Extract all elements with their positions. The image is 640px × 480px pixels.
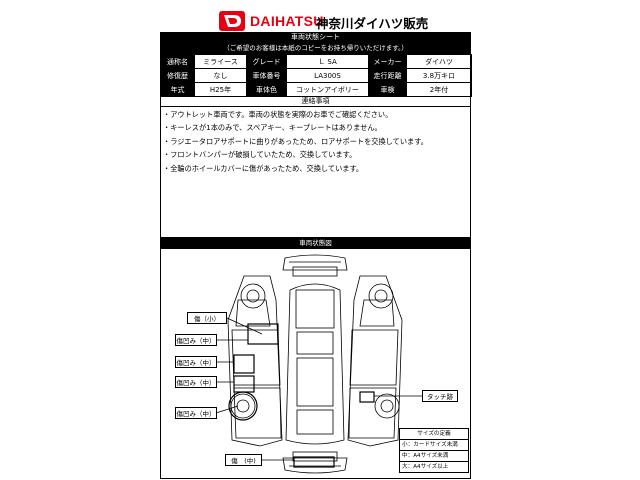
spec-label: 車体番号 [246, 68, 287, 83]
size-legend: サイズの定義 小：カードサイズ未満 中：A4サイズ未満 大：A4サイズ以上 [399, 428, 469, 473]
damage-label-dent-medium: 傷凹み（中） [175, 334, 217, 346]
sheet-note: （ご希望のお客様は本紙のコピーをお持ち帰りいただけます。） [160, 43, 471, 54]
notes-heading: 連絡事項 [160, 96, 471, 107]
spec-label: 通称名 [160, 54, 195, 69]
spec-value: コットンアイボリー [286, 82, 369, 97]
spec-value: ダイハツ [406, 54, 472, 69]
damage-label-dent-medium: 傷凹み（中） [175, 407, 217, 419]
spec-label: 走行距離 [368, 68, 407, 83]
spec-value: 3.8万キロ [406, 68, 472, 83]
spec-value: LA300S [286, 68, 369, 83]
dealer-name: 神奈川ダイハツ販売 [316, 16, 429, 31]
spec-value: Ｌ SA [286, 54, 369, 69]
damage-label-scratch-medium: 傷 (中) [225, 454, 262, 466]
vehicle-condition-diagram [215, 254, 422, 474]
note-item: ・フロントバンパーが破損していたため、交換しています。 [163, 150, 357, 160]
spec-value: 2年付 [406, 82, 472, 97]
spec-label: 修復歴 [160, 68, 195, 83]
spec-label: 年式 [160, 82, 195, 97]
spec-label: 車検 [368, 82, 407, 97]
notes-list: ・アウトレット車両です。車両の状態を実際のお車でご確認ください。 ・キーレスが1… [163, 108, 468, 175]
damage-label-dent-medium: 傷凹み（中） [175, 356, 217, 368]
sheet-title: 車両状態シート [160, 32, 471, 43]
spec-label: 車体色 [246, 82, 287, 97]
damage-label-dent-medium: 傷凹み（中） [175, 376, 217, 388]
spec-label: メーカー [368, 54, 407, 69]
right-side-view [347, 275, 403, 447]
diagram-heading: 車両状態図 [160, 237, 471, 249]
spec-row: 通称名 ミライース グレード Ｌ SA メーカー ダイハツ [160, 54, 472, 69]
rear-view [282, 451, 348, 474]
legend-medium: 中：A4サイズ未満 [400, 450, 468, 461]
damage-areas [228, 323, 375, 468]
front-view [282, 254, 348, 277]
note-item: ・キーレスが1本のみで、スペアキー、キープレートはありません。 [163, 123, 382, 133]
legend-large: 大：A4サイズ以上 [400, 461, 468, 472]
spec-value: H25年 [194, 82, 247, 97]
spec-label: グレード [246, 54, 287, 69]
spec-row: 年式 H25年 車体色 コットンアイボリー 車検 2年付 [160, 82, 472, 97]
wheels [230, 283, 400, 419]
note-item: ・ラジエータロアサポートに曲りがあったため、ロアサポートを交換しています。 [163, 136, 428, 146]
spec-row: 修復歴 なし 車体番号 LA300S 走行距離 3.8万キロ [160, 68, 472, 83]
spec-value: ミライース [194, 54, 247, 69]
top-view [285, 283, 345, 445]
note-item: ・アウトレット車両です。車両の状態を実際のお車でご確認ください。 [163, 110, 393, 119]
leader-lines [215, 317, 422, 461]
damage-label-scratch-small: 傷（小） [187, 312, 227, 324]
note-item: ・全輪のホイールカバーに傷があったため、交換しています。 [163, 163, 364, 173]
spec-table: 通称名 ミライース グレード Ｌ SA メーカー ダイハツ 修復歴 なし 車体番… [160, 54, 472, 97]
legend-title: サイズの定義 [417, 431, 451, 437]
spec-value: なし [194, 68, 247, 83]
daihatsu-logo-icon [219, 11, 245, 31]
damage-label-touch-up: タッチ跡 [422, 390, 458, 402]
legend-small: 小：カードサイズ未満 [400, 439, 468, 450]
brand-name: DAIHATSU [250, 13, 324, 29]
